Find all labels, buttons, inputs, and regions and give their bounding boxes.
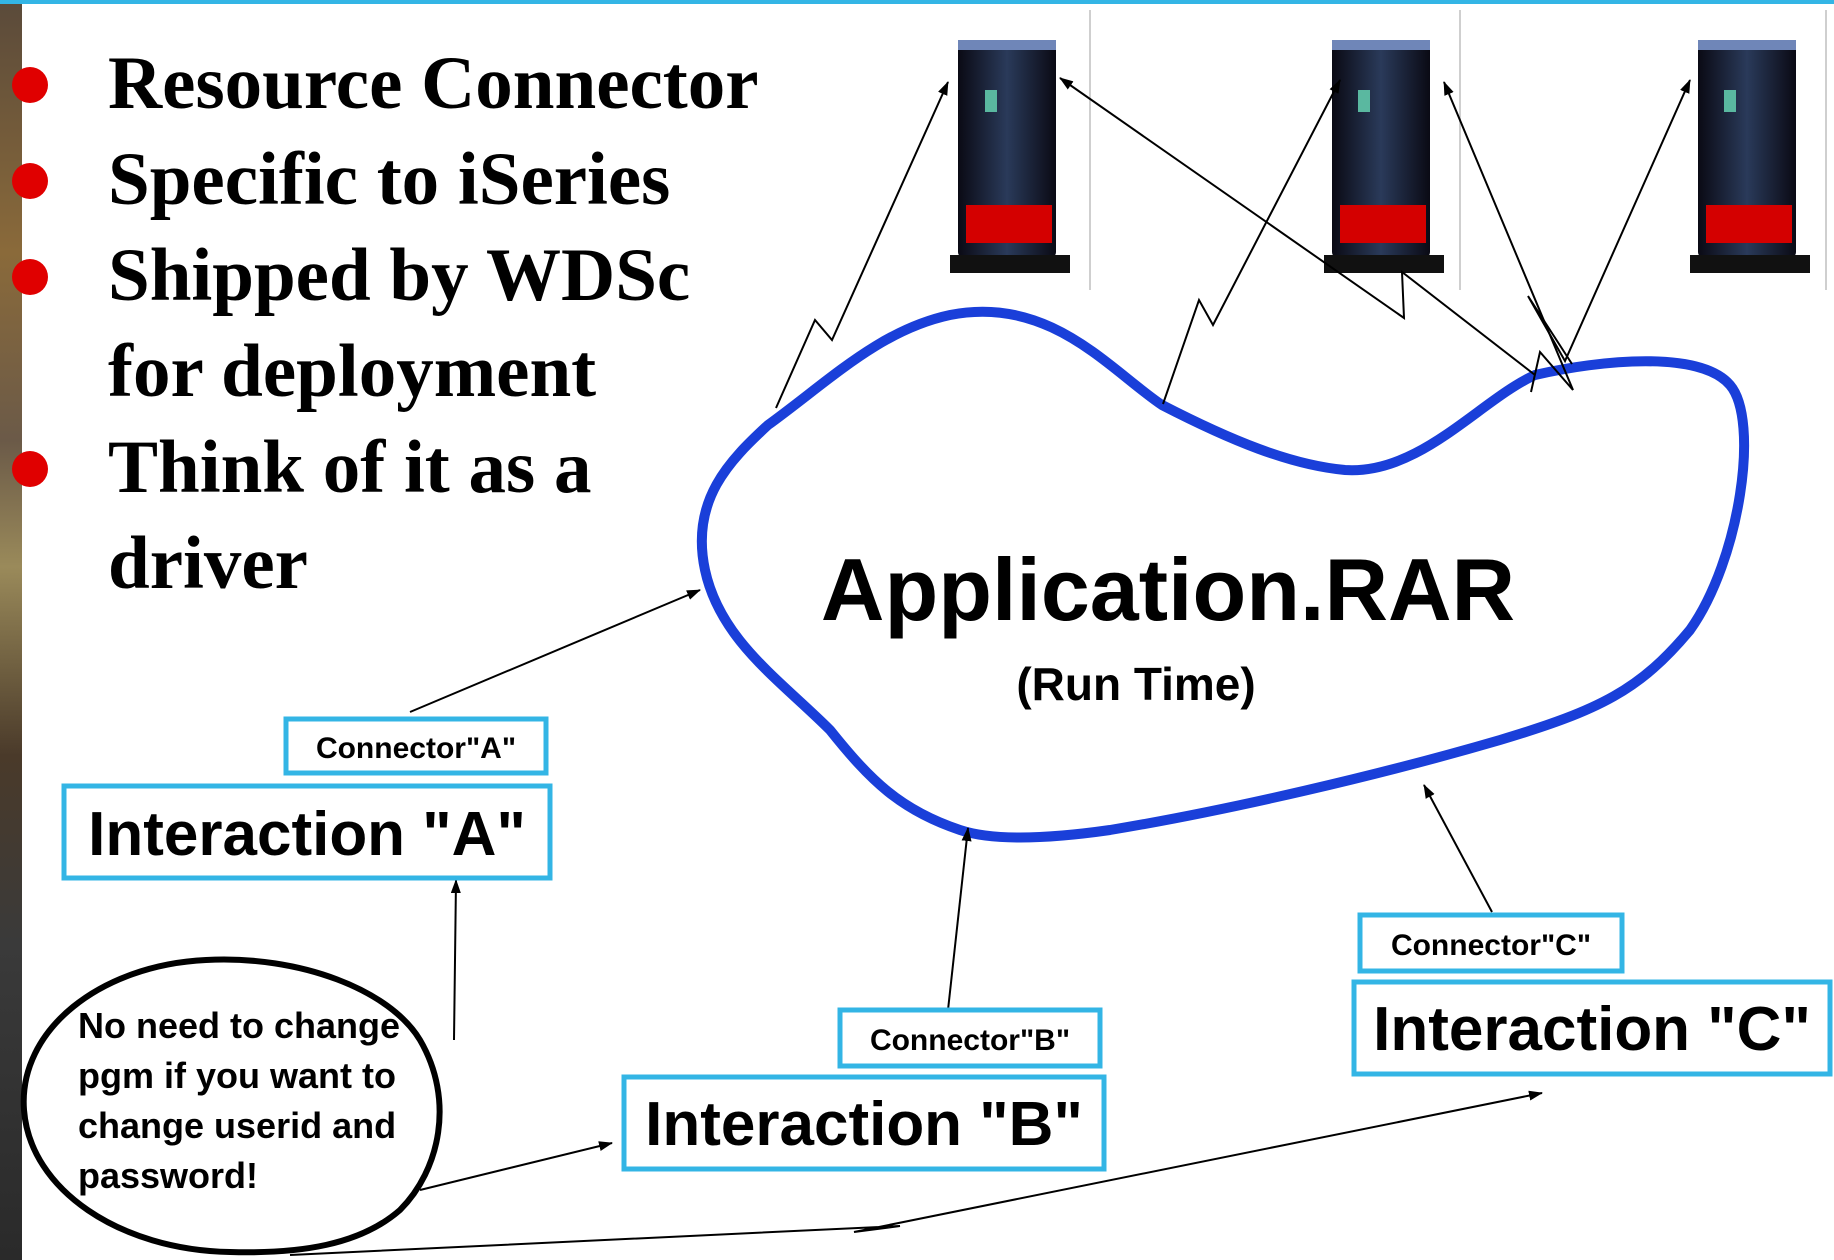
bullet-dot-icon bbox=[12, 259, 48, 295]
connection-line bbox=[1443, 81, 1574, 393]
note-line: password! bbox=[78, 1155, 258, 1196]
bullet-item-continuation: driver bbox=[0, 516, 759, 612]
connector-c-label: Connector"C" bbox=[1391, 929, 1591, 962]
bullet-dot-icon bbox=[12, 163, 48, 199]
bullet-list: Resource Connector Specific to iSeries S… bbox=[0, 36, 759, 612]
connector-a-label: Connector"A" bbox=[316, 732, 516, 765]
center-title: Application.RAR bbox=[821, 540, 1515, 639]
note-bubble bbox=[20, 956, 443, 1256]
interaction-b-box bbox=[621, 1074, 1107, 1172]
bullet-text: driver bbox=[108, 522, 308, 605]
server-1-icon bbox=[950, 40, 1070, 273]
bullet-item: Shipped by WDSc bbox=[0, 228, 759, 324]
bullet-item-continuation: for deployment bbox=[0, 324, 759, 420]
connection-line bbox=[1059, 77, 1536, 376]
connection-line bbox=[1162, 79, 1341, 405]
interaction-c-label: Interaction "C" bbox=[1373, 995, 1811, 1064]
note-line: pgm if you want to bbox=[78, 1055, 396, 1096]
bullet-item: Resource Connector bbox=[0, 36, 759, 132]
arrow-connector-b bbox=[947, 827, 972, 1011]
interaction-b-label: Interaction "B" bbox=[645, 1090, 1083, 1159]
top-rule bbox=[0, 0, 1834, 4]
bullet-item: Specific to iSeries bbox=[0, 132, 759, 228]
application-rar-cloud bbox=[696, 306, 1750, 843]
center-subtitle: (Run Time) bbox=[1016, 658, 1255, 710]
interaction-a-box bbox=[61, 783, 553, 881]
bullet-text: for deployment bbox=[108, 330, 597, 413]
server-3-icon bbox=[1690, 40, 1810, 273]
bullet-text: Think of it as a bbox=[108, 426, 592, 509]
interaction-a-label: Interaction "A" bbox=[88, 800, 526, 869]
arrow-to-interaction-b bbox=[419, 1141, 613, 1191]
connector-c-box bbox=[1357, 912, 1625, 974]
bullet-dot-icon bbox=[12, 451, 48, 487]
bullet-text: Shipped by WDSc bbox=[108, 234, 691, 317]
arrow-to-interaction-a bbox=[450, 879, 461, 1041]
left-decorative-strip bbox=[0, 0, 22, 1260]
arrow-to-interaction-c bbox=[289, 1090, 1543, 1256]
connector-b-label: Connector"B" bbox=[870, 1024, 1070, 1057]
bullet-text: Resource Connector bbox=[108, 42, 759, 125]
interaction-c-box bbox=[1351, 979, 1833, 1077]
note-line: No need to change bbox=[78, 1005, 400, 1046]
connector-b-box bbox=[837, 1007, 1103, 1069]
server-2-icon bbox=[1324, 40, 1444, 273]
connection-line bbox=[775, 81, 949, 409]
bullet-item: Think of it as a bbox=[0, 420, 759, 516]
arrow-connector-c bbox=[1423, 784, 1493, 913]
connection-line bbox=[1527, 79, 1691, 365]
connector-a-box bbox=[283, 716, 549, 776]
note-line: change userid and bbox=[78, 1105, 396, 1146]
arrow-connector-a bbox=[409, 589, 701, 713]
bullet-dot-icon bbox=[12, 67, 48, 103]
bullet-text: Specific to iSeries bbox=[108, 138, 671, 221]
